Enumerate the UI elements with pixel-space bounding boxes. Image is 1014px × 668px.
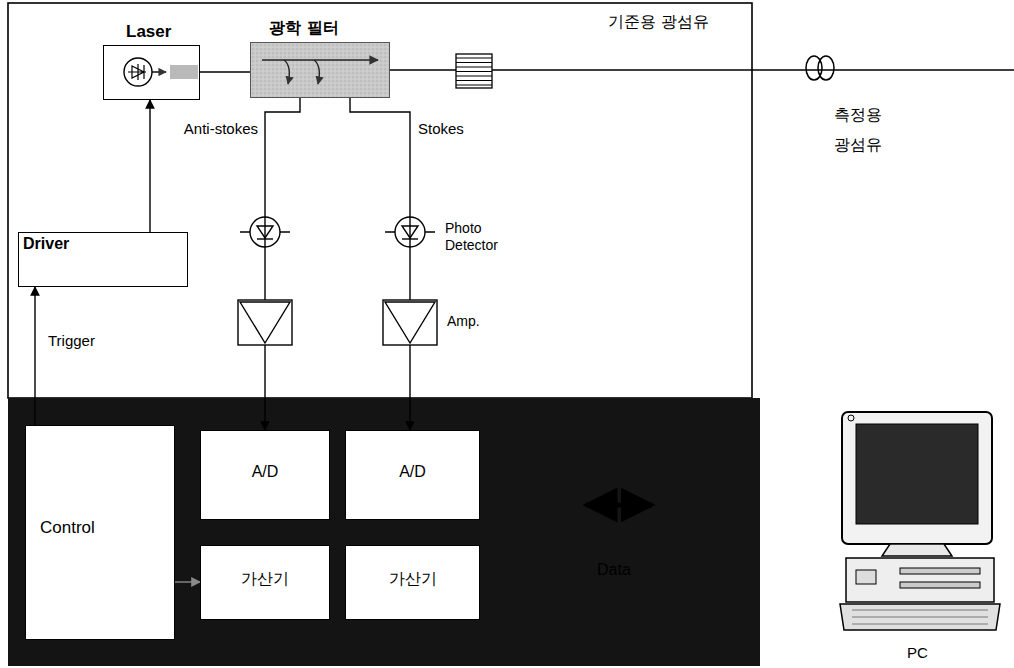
- processing-unit-panel: [8, 398, 760, 666]
- coil-winding: [456, 80, 492, 81]
- annotation-label: 기준용 광섬유: [608, 12, 709, 31]
- annotation-label: 측정용 광섬유: [834, 100, 892, 160]
- optical-unit-housing: [8, 3, 752, 398]
- node-label: Driver: [23, 235, 69, 253]
- optical-filter: 광학 필터: [250, 42, 390, 98]
- photo-detector-symbol: [240, 217, 435, 247]
- node-label: 광학 필터: [269, 18, 339, 39]
- signal-label: Anti-stokes: [184, 120, 258, 137]
- amplifier-symbol: [238, 300, 437, 345]
- signal-label: Stokes: [418, 120, 464, 137]
- adder-box: 가산기: [200, 545, 330, 620]
- annotation-label: Amp.: [447, 313, 480, 330]
- driver-box: Driver: [18, 232, 188, 287]
- signal-connector: [265, 98, 300, 430]
- fiber-coil: [456, 54, 492, 88]
- node-label: Laser: [126, 22, 171, 42]
- signal-connector: [350, 98, 410, 430]
- node-label: A/D: [399, 463, 426, 481]
- coil-winding: [456, 84, 492, 85]
- pc-node: PC: [830, 405, 1005, 663]
- filter-split-arrow: [314, 60, 319, 84]
- fiber-loop: [806, 56, 834, 80]
- data-link-arrow: [586, 503, 652, 508]
- node-label: Control: [40, 518, 95, 538]
- signal-connector: [200, 71, 250, 72]
- coil-winding: [456, 66, 492, 67]
- signal-connector: [34, 287, 35, 425]
- coil-winding: [456, 71, 492, 72]
- node-label: A/D: [252, 463, 279, 481]
- node-label: 가산기: [241, 569, 289, 590]
- laser-box: Laser: [103, 45, 200, 100]
- laser-diode-symbol: [124, 58, 198, 86]
- node-label: PC: [907, 644, 928, 661]
- coil-winding: [456, 75, 492, 76]
- annotation-label: Data: [597, 560, 631, 579]
- signal-label: Trigger: [48, 332, 95, 349]
- filter-pass-arrow: [262, 59, 378, 61]
- ad-converter-box: A/D: [345, 430, 480, 520]
- control-box: Control: [25, 425, 175, 640]
- pc-icon: [840, 412, 1000, 630]
- adder-box: 가산기: [345, 545, 480, 620]
- node-label: 가산기: [389, 569, 437, 590]
- signal-connector: [175, 581, 200, 582]
- coil-winding: [456, 57, 492, 58]
- filter-fill: [250, 42, 390, 98]
- ad-converter-box: A/D: [200, 430, 330, 520]
- filter-split-arrow: [284, 60, 289, 84]
- coil-windings: [456, 58, 492, 85]
- signal-connector: [149, 100, 150, 232]
- coil-winding: [456, 62, 492, 63]
- annotation-label: Photo Detector: [445, 220, 515, 254]
